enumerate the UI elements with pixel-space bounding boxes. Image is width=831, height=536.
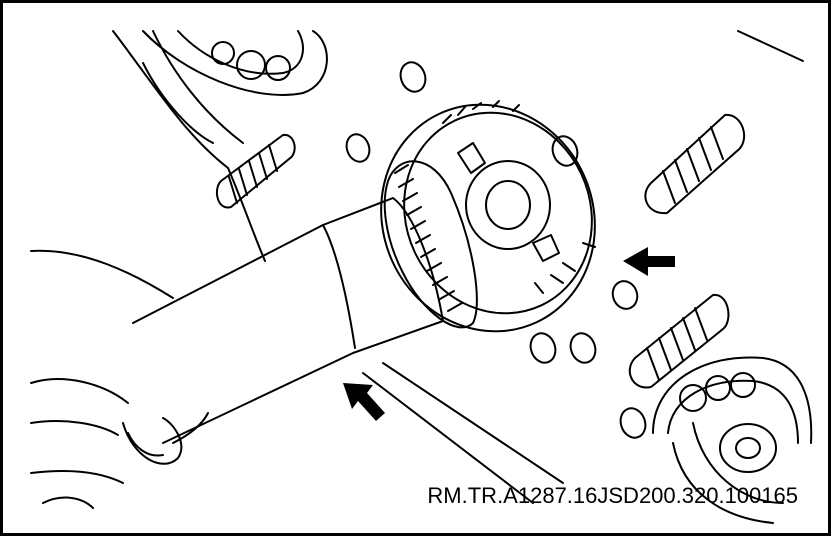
service-illustration	[30, 30, 813, 524]
reference-code: RM.TR.A1287.16JSD200.320.100165	[427, 483, 798, 508]
lower-bearing	[652, 356, 813, 524]
splined-collar	[383, 160, 478, 329]
stud-right-upper	[644, 113, 746, 215]
housing-outline	[112, 30, 804, 504]
upper-bearing	[142, 30, 328, 144]
differential-flange	[380, 100, 596, 333]
installer-tool	[132, 197, 444, 444]
arrow-icon	[343, 383, 385, 421]
technician-hand	[30, 249, 209, 509]
stud-right-lower	[628, 293, 730, 389]
arrow-icon	[623, 247, 675, 276]
bolt-holes	[345, 61, 647, 439]
stud-left	[215, 133, 296, 209]
